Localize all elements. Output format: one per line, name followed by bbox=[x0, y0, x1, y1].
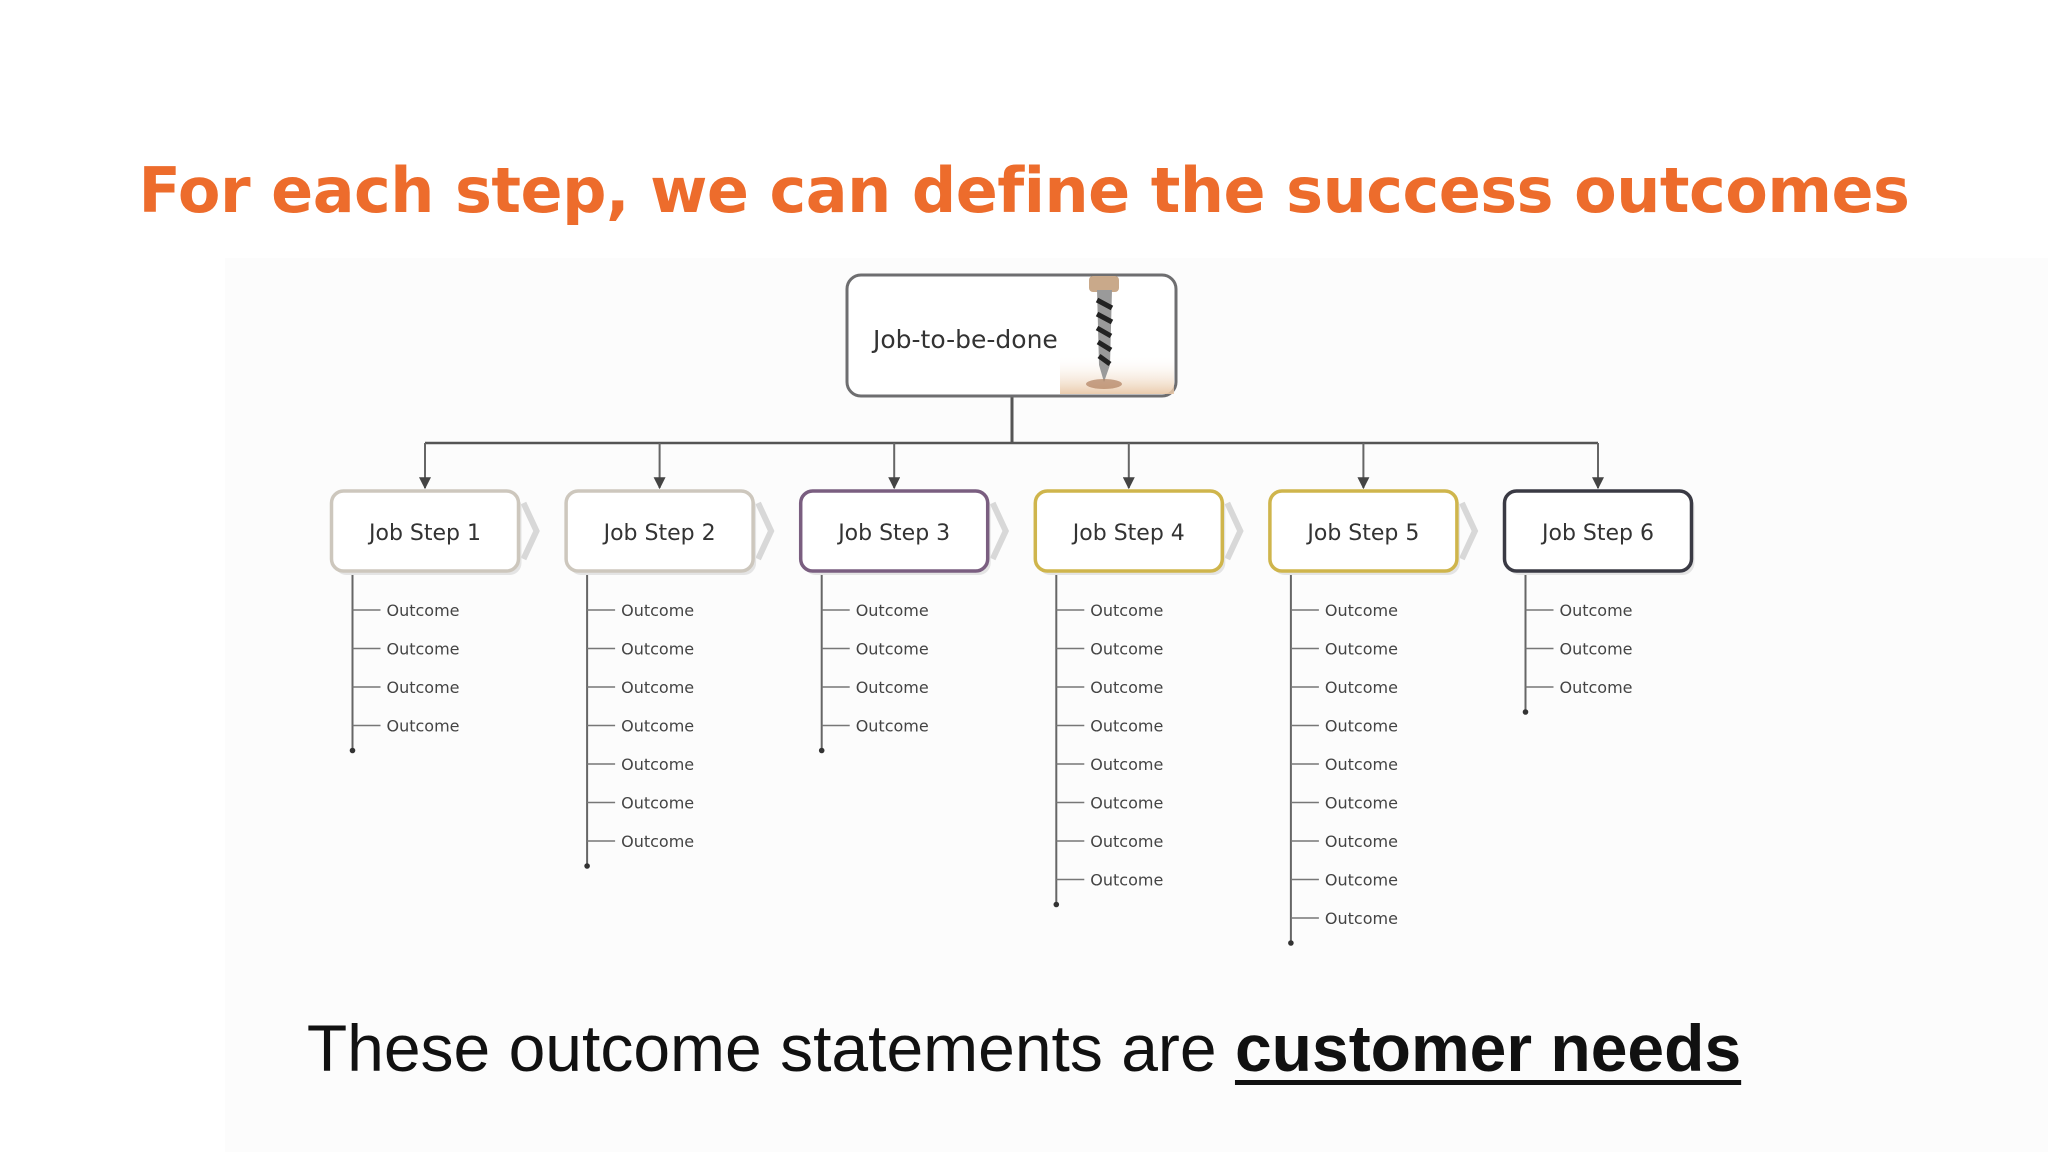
step-label: Job Step 3 bbox=[836, 521, 950, 546]
step-box bbox=[1033, 489, 1225, 573]
outcome-item: Outcome bbox=[1325, 832, 1398, 851]
outcome-item: Outcome bbox=[1325, 909, 1398, 928]
outcome-item: Outcome bbox=[1090, 832, 1163, 851]
outcome-item: Outcome bbox=[387, 678, 460, 697]
outcome-spine-end bbox=[1522, 709, 1529, 715]
outcome-item: Outcome bbox=[621, 832, 694, 851]
outcome-item: Outcome bbox=[1090, 601, 1163, 620]
subtitle-prefix: These outcome statements are bbox=[306, 1011, 1217, 1085]
chevron-right-icon bbox=[755, 501, 775, 561]
outcome-item: Outcome bbox=[1560, 640, 1633, 659]
outcome-item: Outcome bbox=[1325, 717, 1398, 736]
chevron-right-icon bbox=[520, 501, 540, 561]
outcome-item: Outcome bbox=[1090, 794, 1163, 813]
outcome-item: Outcome bbox=[1560, 678, 1633, 697]
step-label: Job Step 2 bbox=[602, 521, 716, 546]
tree-connectors bbox=[425, 396, 1598, 445]
step-label: Job Step 1 bbox=[367, 521, 481, 546]
diagram-background bbox=[225, 258, 2048, 1152]
outcome-item: Outcome bbox=[387, 601, 460, 620]
outcome-item: Outcome bbox=[1325, 871, 1398, 890]
slide-title: For each step, we can define the success… bbox=[138, 154, 1910, 227]
outcome-item: Outcome bbox=[387, 640, 460, 659]
outcome-item: Outcome bbox=[856, 717, 929, 736]
outcome-spine-end bbox=[584, 863, 590, 869]
job-step-2: Job Step 2OutcomeOutcomeOutcomeOutcomeOu… bbox=[564, 443, 775, 869]
outcome-item: Outcome bbox=[621, 794, 694, 813]
outcome-item: Outcome bbox=[1325, 794, 1398, 813]
step-box bbox=[1502, 489, 1694, 573]
outcome-item: Outcome bbox=[621, 755, 694, 774]
outcome-item: Outcome bbox=[1090, 755, 1163, 774]
outcome-item: Outcome bbox=[621, 601, 694, 620]
outcome-item: Outcome bbox=[1325, 678, 1398, 697]
outcome-item: Outcome bbox=[856, 640, 929, 659]
outcome-spine-end bbox=[818, 747, 825, 754]
outcome-item: Outcome bbox=[1325, 755, 1398, 774]
outcome-item: Outcome bbox=[621, 678, 694, 697]
outcome-spine-end bbox=[349, 747, 356, 754]
step-label: Job Step 4 bbox=[1071, 521, 1185, 546]
step-box bbox=[1268, 489, 1459, 573]
outcome-spine-end bbox=[1053, 901, 1060, 908]
step-box bbox=[564, 489, 755, 573]
root-node: Job-to-be-done bbox=[845, 273, 1178, 398]
drill-bit-icon bbox=[1086, 276, 1122, 389]
slide-subtitle: These outcome statements are customer ne… bbox=[0, 1008, 2048, 1088]
outcome-item: Outcome bbox=[621, 717, 694, 736]
root-node-label: Job-to-be-done bbox=[871, 325, 1058, 354]
outcome-item: Outcome bbox=[1560, 601, 1633, 620]
step-box bbox=[329, 489, 521, 573]
outcome-item: Outcome bbox=[1090, 640, 1163, 659]
outcome-item: Outcome bbox=[1090, 678, 1163, 697]
job-step-4: Job Step 4OutcomeOutcomeOutcomeOutcomeOu… bbox=[1033, 443, 1244, 908]
outcome-item: Outcome bbox=[387, 717, 460, 736]
step-label: Job Step 6 bbox=[1540, 521, 1654, 546]
job-steps: Job Step 1OutcomeOutcomeOutcomeOutcomeJo… bbox=[329, 443, 1695, 946]
outcome-item: Outcome bbox=[621, 640, 694, 659]
outcome-item: Outcome bbox=[856, 678, 929, 697]
chevron-right-icon bbox=[1224, 501, 1244, 561]
outcome-item: Outcome bbox=[856, 601, 929, 620]
outcome-spine-end bbox=[1288, 940, 1294, 946]
outcome-item: Outcome bbox=[1090, 717, 1163, 736]
subtitle-emphasis: customer needs bbox=[1234, 1011, 1742, 1085]
job-step-5: Job Step 5OutcomeOutcomeOutcomeOutcomeOu… bbox=[1268, 443, 1479, 946]
outcome-item: Outcome bbox=[1325, 640, 1398, 659]
outcome-item: Outcome bbox=[1090, 871, 1163, 890]
step-box bbox=[798, 489, 990, 573]
outcome-item: Outcome bbox=[1325, 601, 1398, 620]
step-label: Job Step 5 bbox=[1305, 521, 1419, 546]
chevron-right-icon bbox=[1459, 501, 1479, 561]
chevron-right-icon bbox=[989, 501, 1010, 561]
